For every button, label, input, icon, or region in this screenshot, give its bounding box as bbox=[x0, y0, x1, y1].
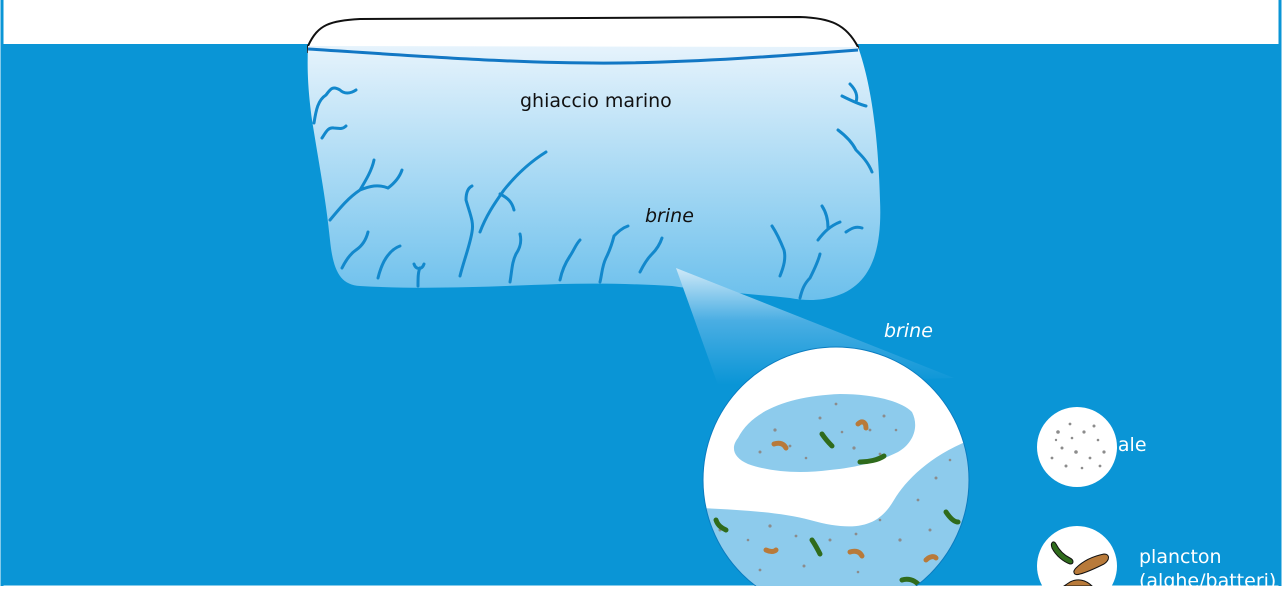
legend-plankton-label: plancton bbox=[1139, 548, 1222, 567]
brine-zoom-label: brine bbox=[884, 322, 933, 341]
sea-ice-block bbox=[308, 46, 881, 300]
legend-salt-label: sale bbox=[1108, 436, 1147, 455]
brine-label: brine bbox=[645, 207, 694, 226]
sea-ice-label: ghiaccio marino bbox=[520, 92, 672, 111]
legend-salt-icon bbox=[1037, 407, 1117, 487]
legend-plankton-detail: (alghe/batteri) bbox=[1139, 572, 1276, 591]
